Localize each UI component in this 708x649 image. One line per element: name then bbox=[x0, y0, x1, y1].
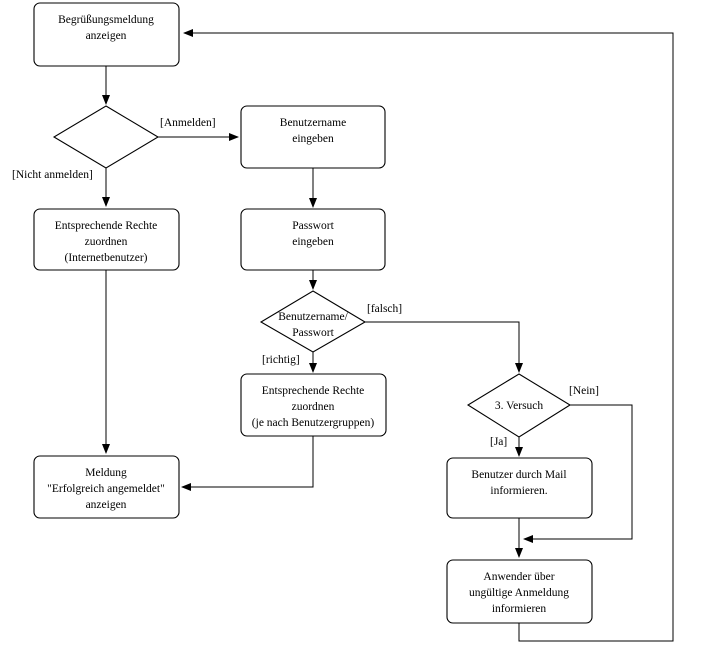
success-message-box bbox=[33, 455, 180, 519]
username-line2: eingeben bbox=[292, 133, 334, 145]
label-false: [falsch] bbox=[367, 303, 402, 315]
success-line2: "Erfolgreich angemeldet" bbox=[47, 483, 165, 495]
node-enter-username: Benutzername eingeben bbox=[240, 105, 386, 169]
node-notify-invalid: Anwender über ungültige Anmeldung inform… bbox=[446, 559, 593, 624]
rights-groups-line3: (je nach Benutzergruppen) bbox=[252, 417, 375, 429]
node-rights-internet: Entsprechende Rechte zuordnen (Internetb… bbox=[33, 208, 180, 271]
node-enter-password: Passwort eingeben bbox=[240, 208, 386, 271]
edge-third-attempt-no bbox=[523, 404, 633, 543]
password-box bbox=[240, 208, 386, 271]
label-correct: [richtig] bbox=[262, 354, 300, 366]
notify-invalid-line3: informieren bbox=[492, 603, 547, 615]
edge-check-to-third-attempt bbox=[365, 321, 523, 373]
notify-mail-line1: Benutzer durch Mail bbox=[471, 469, 566, 481]
greeting-box bbox=[33, 2, 180, 67]
node-check-credentials: Benutzername/ Passwort bbox=[259, 290, 367, 353]
notify-invalid-box bbox=[446, 559, 593, 624]
check-credentials-diamond bbox=[259, 290, 367, 353]
rights-groups-line1: Entsprechende Rechte bbox=[262, 385, 365, 397]
rights-internet-box bbox=[33, 208, 180, 271]
node-rights-groups: Entsprechende Rechte zuordnen (je nach B… bbox=[240, 373, 387, 437]
node-notify-mail: Benutzer durch Mail informieren. bbox=[446, 457, 593, 519]
label-login: [Anmelden] bbox=[160, 117, 216, 129]
third-attempt-diamond bbox=[466, 373, 572, 438]
node-third-attempt: 3. Versuch bbox=[466, 373, 572, 438]
check-line2: Passwort bbox=[292, 327, 334, 339]
greeting-line1: Begrüßungsmeldung bbox=[58, 14, 154, 26]
rights-internet-line1: Entsprechende Rechte bbox=[55, 220, 158, 232]
notify-mail-box bbox=[446, 457, 593, 519]
check-line1: Benutzername/ bbox=[278, 311, 348, 323]
rights-groups-box bbox=[240, 373, 387, 437]
username-box bbox=[240, 105, 386, 169]
edges bbox=[102, 29, 674, 642]
notify-invalid-line1: Anwender über bbox=[483, 571, 554, 583]
password-line1: Passwort bbox=[292, 220, 334, 232]
rights-internet-line2: zuordnen bbox=[85, 236, 128, 248]
success-line3: anzeigen bbox=[86, 499, 127, 511]
label-no-login: [Nicht anmelden] bbox=[12, 169, 93, 181]
edge-invalid-to-greeting bbox=[183, 29, 674, 642]
label-no: [Nein] bbox=[569, 385, 599, 397]
third-attempt-label: 3. Versuch bbox=[495, 400, 544, 412]
node-greeting: Begrüßungsmeldung anzeigen bbox=[33, 2, 180, 67]
notify-invalid-line2: ungültige Anmeldung bbox=[469, 587, 569, 599]
password-line2: eingeben bbox=[292, 236, 334, 248]
edge-labels: [Anmelden] [Nicht anmelden] [falsch] [ri… bbox=[12, 117, 599, 448]
edge-rights-groups-to-message bbox=[181, 436, 314, 491]
rights-internet-line3: (Internetbenutzer) bbox=[64, 252, 147, 264]
notify-mail-line2: informieren. bbox=[490, 485, 547, 497]
label-yes: [Ja] bbox=[490, 436, 507, 448]
greeting-line2: anzeigen bbox=[86, 30, 127, 42]
node-success-message: Meldung "Erfolgreich angemeldet" anzeige… bbox=[33, 455, 180, 519]
success-line1: Meldung bbox=[85, 467, 127, 479]
rights-groups-line2: zuordnen bbox=[292, 401, 335, 413]
decision-login-diamond bbox=[52, 105, 160, 169]
username-line1: Benutzername bbox=[280, 117, 346, 129]
